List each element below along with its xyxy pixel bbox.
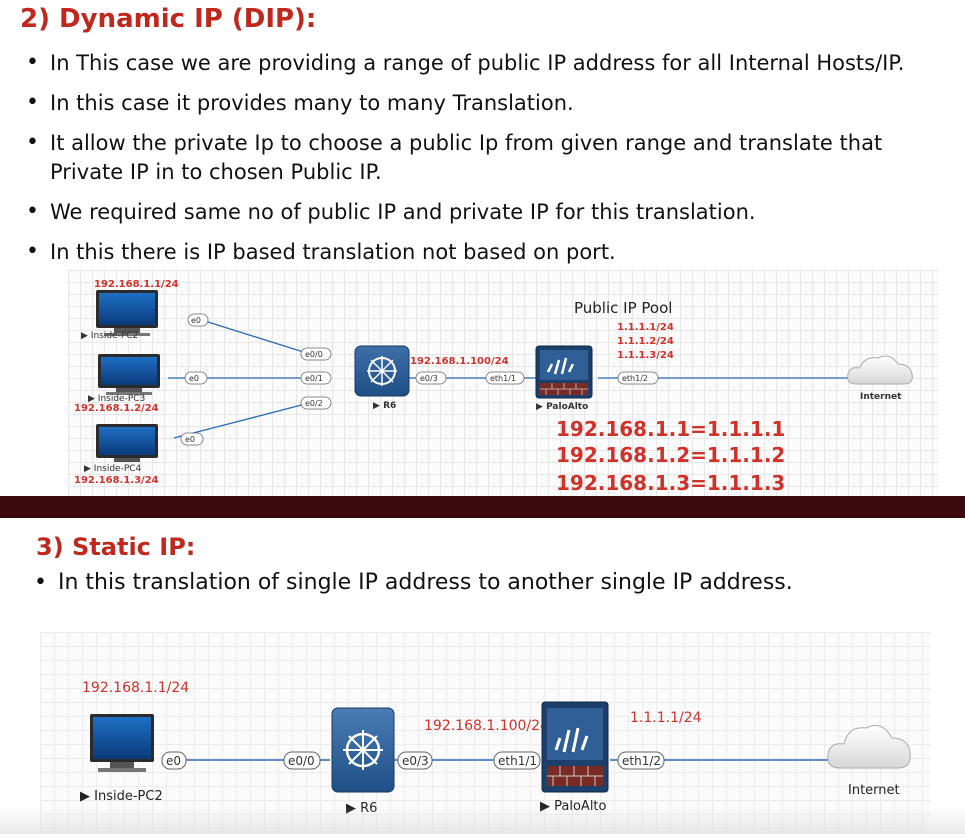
static-bullet-1: In this translation of single IP address… bbox=[34, 568, 793, 598]
firewall-icon[interactable] bbox=[541, 701, 609, 793]
pc2-label: ▶ Inside-PC2 bbox=[81, 331, 138, 341]
dip-bullet-3-continued: Private IP in to chosen Public IP. bbox=[50, 160, 382, 184]
pc4-port: e0 bbox=[185, 435, 195, 444]
r6-ports: e0/0 e0/1 e0/2 bbox=[300, 347, 332, 410]
pool-ip-2: 1.1.1.2/24 bbox=[617, 336, 674, 347]
r6-port-e01: e0/1 bbox=[305, 374, 323, 383]
monitor-icon[interactable] bbox=[90, 714, 154, 772]
cloud-icon[interactable] bbox=[847, 355, 913, 385]
dip-bullet-1: In This case we are providing a range of… bbox=[26, 48, 904, 78]
pa-port-eth12: eth1/2 bbox=[622, 374, 648, 383]
r6-port-e03: e0/3 bbox=[420, 374, 438, 383]
router-icon[interactable] bbox=[331, 707, 395, 793]
dip-heading: 2) Dynamic IP (DIP): bbox=[20, 4, 317, 34]
dip-bullet-5: We required same no of public IP and pri… bbox=[26, 197, 756, 227]
dip-bullet-6: In this there is IP based translation no… bbox=[26, 237, 616, 267]
dip-topology: 192.168.1.1/24 ▶ Inside-PC2 e0 ▶ Inside-… bbox=[74, 279, 913, 495]
mapping-3: 192.168.1.3=1.1.1.3 bbox=[556, 471, 785, 495]
pc2-port: e0 bbox=[191, 316, 201, 325]
cloud-icon[interactable] bbox=[827, 725, 911, 769]
bottom-fade bbox=[0, 806, 965, 834]
link-pc2-r6 bbox=[207, 321, 314, 356]
static-r6-port-e03: e0/3 bbox=[402, 754, 429, 768]
static-pa-port-eth12: eth1/2 bbox=[622, 754, 661, 768]
r6-port-e02: e0/2 bbox=[305, 399, 323, 408]
static-pa-port-eth11: eth1/1 bbox=[498, 754, 537, 768]
r6-label: ▶ R6 bbox=[373, 401, 396, 411]
pa-label: ▶ PaloAlto bbox=[536, 402, 588, 412]
mapping-2: 192.168.1.2=1.1.1.2 bbox=[556, 443, 785, 467]
static-link-ip: 192.168.1.100/24 bbox=[424, 718, 549, 734]
pc3-label: ▶ Inside-PC3 bbox=[88, 394, 145, 404]
dip-internet-label: Internet bbox=[860, 392, 902, 402]
dip-bullet-2: In this case it provides many to many Tr… bbox=[26, 88, 574, 118]
dip-diagram: 192.168.1.1/24 ▶ Inside-PC2 e0 ▶ Inside-… bbox=[68, 270, 938, 496]
static-r6-port-e00: e0/0 bbox=[288, 754, 315, 768]
pc3-port: e0 bbox=[189, 374, 199, 383]
r6-port-e00: e0/0 bbox=[305, 350, 323, 359]
monitor-icon[interactable] bbox=[96, 290, 158, 336]
static-public-ip: 1.1.1.1/24 bbox=[630, 710, 702, 726]
static-pc-port: e0 bbox=[166, 754, 181, 768]
pool-title: Public IP Pool bbox=[574, 299, 672, 317]
pa-port-eth11: eth1/1 bbox=[490, 374, 516, 383]
firewall-icon[interactable] bbox=[535, 345, 593, 399]
static-diagram: 192.168.1.1/24 ▶ Inside-PC2 e0 e0/0 ▶ R6… bbox=[40, 632, 930, 834]
static-topology: 192.168.1.1/24 ▶ Inside-PC2 e0 e0/0 ▶ R6… bbox=[80, 680, 911, 816]
pool-ip-1: 1.1.1.1/24 bbox=[617, 322, 674, 333]
mapping-1: 192.168.1.1=1.1.1.1 bbox=[556, 417, 785, 441]
dip-bullet-3: It allow the private Ip to choose a publ… bbox=[26, 128, 882, 158]
dip-link-ip: 192.168.1.100/24 bbox=[410, 356, 509, 367]
pc3-ip: 192.168.1.2/24 bbox=[74, 403, 159, 414]
monitor-icon[interactable] bbox=[96, 424, 158, 462]
router-icon[interactable] bbox=[354, 345, 410, 397]
static-pc-ip: 192.168.1.1/24 bbox=[82, 680, 189, 696]
pc4-label: ▶ Inside-PC4 bbox=[84, 464, 142, 474]
static-internet-label: Internet bbox=[848, 783, 900, 798]
pc2-ip: 192.168.1.1/24 bbox=[94, 279, 179, 290]
link-pc4-r6 bbox=[173, 401, 314, 439]
monitor-icon[interactable] bbox=[98, 354, 160, 395]
static-heading: 3) Static IP: bbox=[36, 533, 196, 561]
section-divider bbox=[0, 496, 965, 518]
pool-ip-3: 1.1.1.3/24 bbox=[617, 350, 674, 361]
pc4-ip: 192.168.1.3/24 bbox=[74, 475, 159, 486]
static-pc-label: ▶ Inside-PC2 bbox=[80, 789, 163, 804]
